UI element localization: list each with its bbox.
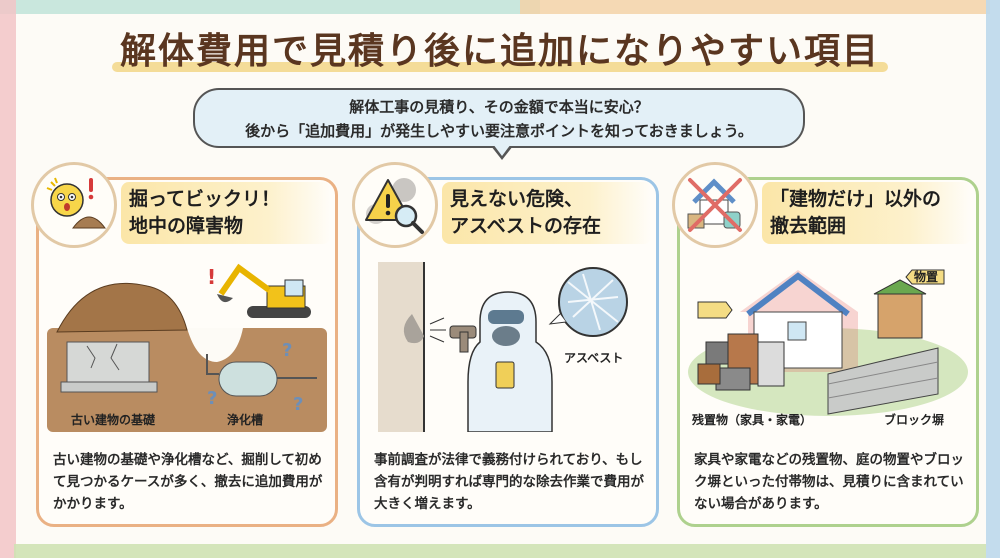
- extra-items-illustration: 物置 残置物（家具・家電） ブロック塀: [688, 262, 968, 432]
- intro-line-1: 解体工事の見積り、その金額で本当に安心？: [349, 98, 649, 116]
- decor-strip-right: [986, 0, 1000, 558]
- label-block-wall: ブロック塀: [884, 412, 944, 427]
- decor-strip-top-right: [520, 0, 990, 14]
- svg-text:?: ?: [282, 340, 292, 361]
- label-storage-shed: 物置: [914, 269, 938, 284]
- surprised-face-dirt-icon: [31, 162, 117, 248]
- title-area: 解体費用で見積り後に追加になりやすい項目: [0, 22, 1000, 74]
- card-asbestos: 見えない危険、 アスベストの存在 アスベスト 事前調査: [352, 162, 659, 527]
- label-asbestos: アスベスト: [564, 351, 623, 365]
- page-title: 解体費用で見積り後に追加になりやすい項目: [111, 22, 889, 74]
- decor-strip-top-left: [0, 0, 540, 14]
- card-heading: 見えない危険、 アスベストの存在: [442, 182, 652, 244]
- card-description: 事前調査が法律で義務付けられており、もし含有が判明すれば専門的な除去作業で費用が…: [374, 452, 644, 512]
- label-leftover-items: 残置物（家具・家電）: [692, 412, 812, 427]
- card-heading-line-2: アスベストの存在: [450, 215, 602, 237]
- svg-text:?: ?: [293, 394, 303, 415]
- card-heading: 掘ってビックリ！ 地中の障害物: [121, 182, 331, 244]
- svg-text:!: !: [207, 265, 216, 289]
- card-removal-scope: 「建物だけ」以外の 撤去範囲 物置: [672, 162, 979, 527]
- card-heading-line-1: 掘ってビックリ！: [129, 188, 281, 210]
- label-septic-tank: 浄化槽: [227, 412, 263, 427]
- intro-speech-bubble: 解体工事の見積り、その金額で本当に安心？ 後から「追加費用」が発生しやすい要注意…: [193, 88, 805, 148]
- house-crossed-icon: [672, 162, 758, 248]
- underground-illustration: ! ? ? ? 古い建物の基礎 浄化槽: [47, 262, 327, 432]
- card-underground-obstacles: 掘ってビックリ！ 地中の障害物: [31, 162, 338, 527]
- svg-text:?: ?: [207, 388, 217, 409]
- card-description: 家具や家電などの残置物、庭の物置やブロック塀といった付帯物は、見積りに含まれてい…: [694, 452, 964, 512]
- speech-bubble-tail: [491, 144, 513, 160]
- card-heading-line-2: 撤去範囲: [770, 215, 847, 237]
- warning-magnifier-icon: [352, 162, 438, 248]
- asbestos-inspector-illustration: アスベスト: [368, 262, 648, 433]
- intro-line-2: 後から「追加費用」が発生しやすい要注意ポイントを知っておきましょう。: [245, 122, 753, 140]
- decor-strip-left: [0, 0, 16, 558]
- card-heading-line-1: 見えない危険、: [450, 188, 584, 210]
- decor-strip-bottom: [14, 544, 986, 558]
- card-heading-line-2: 地中の障害物: [129, 215, 244, 237]
- card-heading-line-1: 「建物だけ」以外の: [770, 188, 942, 210]
- label-old-foundation: 古い建物の基礎: [71, 412, 156, 427]
- card-description: 古い建物の基礎や浄化槽など、掘削して初めて見つかるケースが多く、撤去に追加費用が…: [53, 452, 323, 512]
- card-heading: 「建物だけ」以外の 撤去範囲: [762, 182, 972, 244]
